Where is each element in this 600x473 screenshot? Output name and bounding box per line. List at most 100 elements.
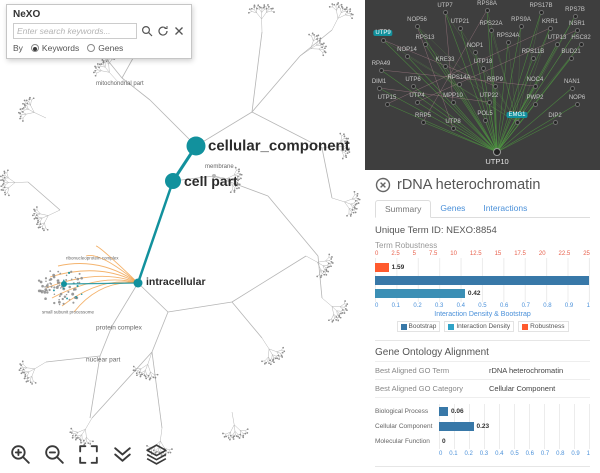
tree-term-label[interactable]: ribonucleoprotein complex (66, 255, 119, 261)
network-node-dot (518, 23, 524, 29)
tree-term-label[interactable]: protein complex (96, 324, 142, 332)
network-node-label: RRP5 (414, 112, 432, 119)
network-node-dot (569, 85, 575, 91)
tree-term-label[interactable]: small subunit processome (42, 309, 95, 315)
network-node-label: NAN1 (563, 78, 581, 85)
bar-fill (375, 275, 589, 285)
search-options: Keywords Genes (30, 43, 123, 53)
zoom-out-icon[interactable] (42, 442, 67, 467)
tree-term-label[interactable]: cellular_component (208, 137, 350, 155)
network-node-dot (538, 9, 544, 15)
tree-term-label[interactable]: intracellular (146, 276, 206, 288)
network-node-label: RPS14A (447, 74, 471, 81)
network-node-label: UTP6 (405, 76, 421, 83)
tree-term-label[interactable]: mitochondrial part (96, 81, 144, 87)
bar-fill (375, 288, 465, 298)
network-node-label: MPP10 (443, 92, 463, 99)
go-bar-zone: 0.06 (439, 404, 590, 419)
network-node-dot (380, 37, 386, 43)
network-node-label: RPS22A (479, 20, 503, 27)
network-node-dot (486, 99, 492, 105)
axis-tick: 7.5 (428, 251, 438, 257)
zoom-in-icon[interactable] (8, 442, 33, 467)
axis-tick: 0.1 (449, 451, 458, 457)
network-node-label: UTP22 (479, 92, 499, 99)
axis-tick: 0.2 (464, 451, 473, 457)
network-node-label: UTP21 (450, 18, 470, 25)
fit-to-screen-icon[interactable] (76, 442, 101, 467)
network-node-dot (552, 119, 558, 125)
view-toolbar (8, 442, 169, 467)
search-by-label: By (13, 43, 23, 53)
go-category-label: Molecular Function (375, 438, 430, 445)
axis-tick: 0.5 (510, 451, 519, 457)
tab-interactions[interactable]: Interactions (483, 203, 528, 213)
axis-tick: 0.4 (495, 451, 504, 457)
go-category-label: Cellular Component (375, 423, 433, 430)
axis-tick: 0 (375, 251, 379, 257)
chart-xlabel: Interaction Density & Bootstrap (434, 311, 531, 318)
tree-term-label[interactable]: cell part (184, 173, 238, 189)
clear-icon[interactable] (173, 25, 185, 37)
network-node-label: UTP15 (377, 94, 397, 101)
network-node-dot (568, 55, 574, 61)
search-input[interactable] (13, 23, 137, 39)
network-node-label: KRE33 (435, 56, 455, 63)
network-node-label: UTP10 (485, 157, 509, 166)
axis-tick: 0.3 (479, 451, 489, 457)
network-node-label: BUD21 (561, 48, 581, 55)
network-node-label: RPS24A (496, 32, 520, 39)
legend-bootstrap: Bootstrap (396, 321, 441, 332)
axis-tick: 0.1 (391, 303, 400, 309)
close-icon[interactable] (375, 177, 391, 193)
go-bar-zone: 0.23 (439, 419, 590, 434)
search-icon[interactable] (141, 25, 153, 37)
search-mode-genes[interactable]: Genes (87, 43, 123, 53)
network-node-label: DIM1 (371, 78, 387, 85)
network-node-dot (484, 7, 490, 13)
layers-icon[interactable] (144, 442, 169, 467)
network-node-label: NOP56 (407, 16, 427, 23)
ontology-tree-canvas[interactable] (0, 0, 365, 473)
search-mode-row: By Keywords Genes (13, 43, 185, 53)
tab-genes[interactable]: Genes (440, 203, 466, 213)
refresh-icon[interactable] (157, 25, 169, 37)
axis-tick: 0.6 (525, 451, 534, 457)
tree-term-label[interactable]: nuclear part (86, 356, 121, 364)
radio-label: Genes (98, 43, 124, 53)
network-node-dot (457, 25, 463, 31)
search-mode-keywords[interactable]: Keywords (30, 43, 80, 53)
network-node-label: NOC4 (526, 76, 544, 83)
axis-tick: 0.8 (543, 303, 552, 309)
tab-summary[interactable]: Summary (375, 200, 432, 218)
network-node-dot (376, 85, 382, 91)
network-node-dot (532, 83, 538, 89)
network-node-dot (554, 41, 560, 47)
bar-robustness: 1.59 (375, 262, 589, 272)
bar-fill (439, 422, 474, 431)
network-node-label: UTP13 (547, 34, 567, 41)
network-node-dot (514, 119, 520, 125)
tree-term-label[interactable]: membrane (205, 164, 234, 170)
network-node-label: RPS9A (511, 16, 531, 23)
axis-tick: 22.5 (558, 251, 571, 257)
axis-tick: 20 (538, 251, 546, 257)
detail-header: rDNA heterochromatin (375, 177, 590, 193)
expand-levels-icon[interactable] (110, 442, 135, 467)
network-node-label: UTP4 (409, 92, 425, 99)
network-node-dot (578, 41, 584, 47)
network-node-label: UTP8 (445, 118, 461, 125)
legend-label: Bootstrap (408, 323, 437, 330)
unique-term-id: Unique Term ID: NEXO:8854 (375, 225, 497, 236)
network-node-dot (384, 101, 390, 107)
axis-tick: 2.5 (391, 251, 400, 257)
radio-label: Keywords (41, 43, 80, 53)
